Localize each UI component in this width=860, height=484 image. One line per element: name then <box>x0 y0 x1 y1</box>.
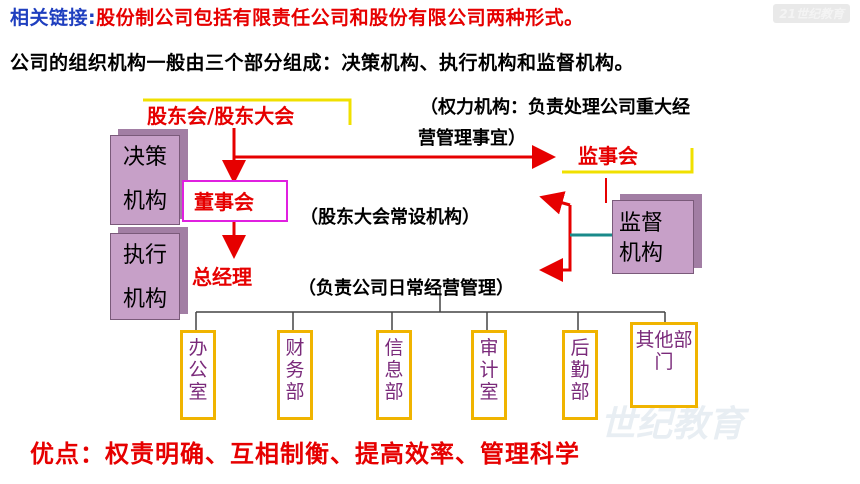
board-note: （股东大会常设机构） <box>300 207 480 228</box>
arrow-supervise-board <box>539 191 571 215</box>
dept-logistics: 后勤部 <box>562 330 598 420</box>
arrow-supervise-manager <box>539 205 572 282</box>
supervision-block-line1: 监督 <box>619 211 664 236</box>
shareholders-label: 股东会/股东大会 <box>147 104 295 128</box>
power-note-line2: 营管理事宜） <box>418 128 526 149</box>
header-label: 相关链接: <box>10 7 97 29</box>
dept-other: 其他部门 <box>630 322 698 408</box>
advantages-text: 优点：权责明确、互相制衡、提高效率、管理科学 <box>30 440 580 468</box>
board-box: 董事会 <box>182 180 288 222</box>
dept-audit: 审计室 <box>471 330 507 420</box>
execution-block-line1: 执行 <box>122 243 167 268</box>
decision-block-line2: 机构 <box>122 189 167 214</box>
header-line: 相关链接:股份制公司包括有限责任公司和股份有限公司两种形式。 <box>10 3 584 30</box>
supervisory-bracket <box>562 148 694 174</box>
execution-block: 执行 机构 <box>110 233 180 320</box>
header-text: 股份制公司包括有限责任公司和股份有限公司两种形式。 <box>96 7 584 29</box>
intro-text: 公司的组织机构一般由三个部分组成：决策机构、执行机构和监督机构。 <box>10 52 635 74</box>
manager-note: （负责公司日常经营管理） <box>298 278 514 299</box>
execution-block-line2: 机构 <box>122 287 167 312</box>
dept-information: 信息部 <box>376 330 412 420</box>
logo: 21世纪教育 <box>773 4 850 23</box>
supervisory-board-label: 监事会 <box>578 144 638 168</box>
supervision-block: 监督 机构 <box>612 200 694 274</box>
board-label: 董事会 <box>194 190 254 214</box>
decision-block-line1: 决策 <box>122 145 167 170</box>
watermark: 世纪教育 <box>600 404 745 445</box>
shareholders-bracket <box>143 98 352 125</box>
manager-label: 总经理 <box>192 265 252 289</box>
decision-block: 决策 机构 <box>110 135 180 225</box>
dept-office: 办公室 <box>180 330 216 420</box>
supervision-block-line2: 机构 <box>619 241 664 266</box>
dept-finance: 财务部 <box>277 330 313 420</box>
power-note-line1: （权力机构：负责处理公司重大经 <box>420 97 690 118</box>
